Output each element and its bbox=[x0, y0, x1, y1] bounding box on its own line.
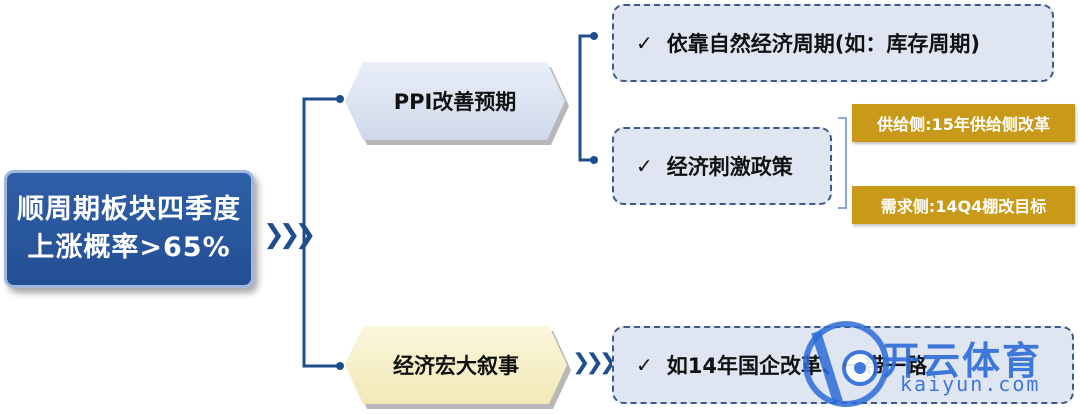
ppi-item-natural-cycle: ✓ 依靠自然经济周期(如：库存周期) bbox=[612, 4, 1054, 82]
main-node: 顺周期板块四季度 上涨概率>65% bbox=[4, 170, 254, 288]
demand-side-tag: 需求侧:14Q4棚改目标 bbox=[852, 186, 1075, 224]
trunk-dot-top bbox=[336, 95, 344, 103]
macro-arrow-icon: ❯❯❯ bbox=[572, 350, 617, 375]
main-arrow-icon: ❯❯❯ bbox=[263, 220, 316, 250]
trunk-dot-bottom bbox=[336, 362, 344, 370]
watermark-text-en: kaiyun.com bbox=[900, 372, 1041, 396]
ppi-dot-bottom bbox=[590, 156, 598, 164]
watermark-text-cn: 开云体育 bbox=[882, 339, 1043, 383]
main-node-line2: 上涨概率>65% bbox=[27, 232, 231, 263]
ppi-item-natural-cycle-label: 依靠自然经济周期(如：库存周期) bbox=[666, 32, 980, 56]
main-node-line1: 顺周期板块四季度 bbox=[17, 194, 241, 225]
ppi-connector bbox=[578, 34, 592, 162]
ppi-item-stimulus: ✓ 经济刺激政策 bbox=[612, 127, 832, 205]
macro-node-label: 经济宏大叙事 bbox=[393, 354, 519, 378]
trunk-connector bbox=[302, 97, 338, 368]
supply-side-tag: 供给侧:15年供给侧改革 bbox=[852, 104, 1075, 142]
check-icon: ✓ bbox=[636, 31, 653, 55]
check-icon: ✓ bbox=[636, 154, 653, 178]
check-icon: ✓ bbox=[636, 353, 653, 377]
ppi-node: PPI改善预期 bbox=[345, 62, 565, 140]
ppi-dot-top bbox=[590, 32, 598, 40]
subtag-bracket bbox=[838, 117, 847, 209]
watermark-logo bbox=[803, 321, 889, 407]
ppi-item-stimulus-label: 经济刺激政策 bbox=[666, 155, 793, 179]
ppi-node-label: PPI改善预期 bbox=[393, 90, 517, 114]
macro-node: 经济宏大叙事 bbox=[345, 326, 567, 404]
